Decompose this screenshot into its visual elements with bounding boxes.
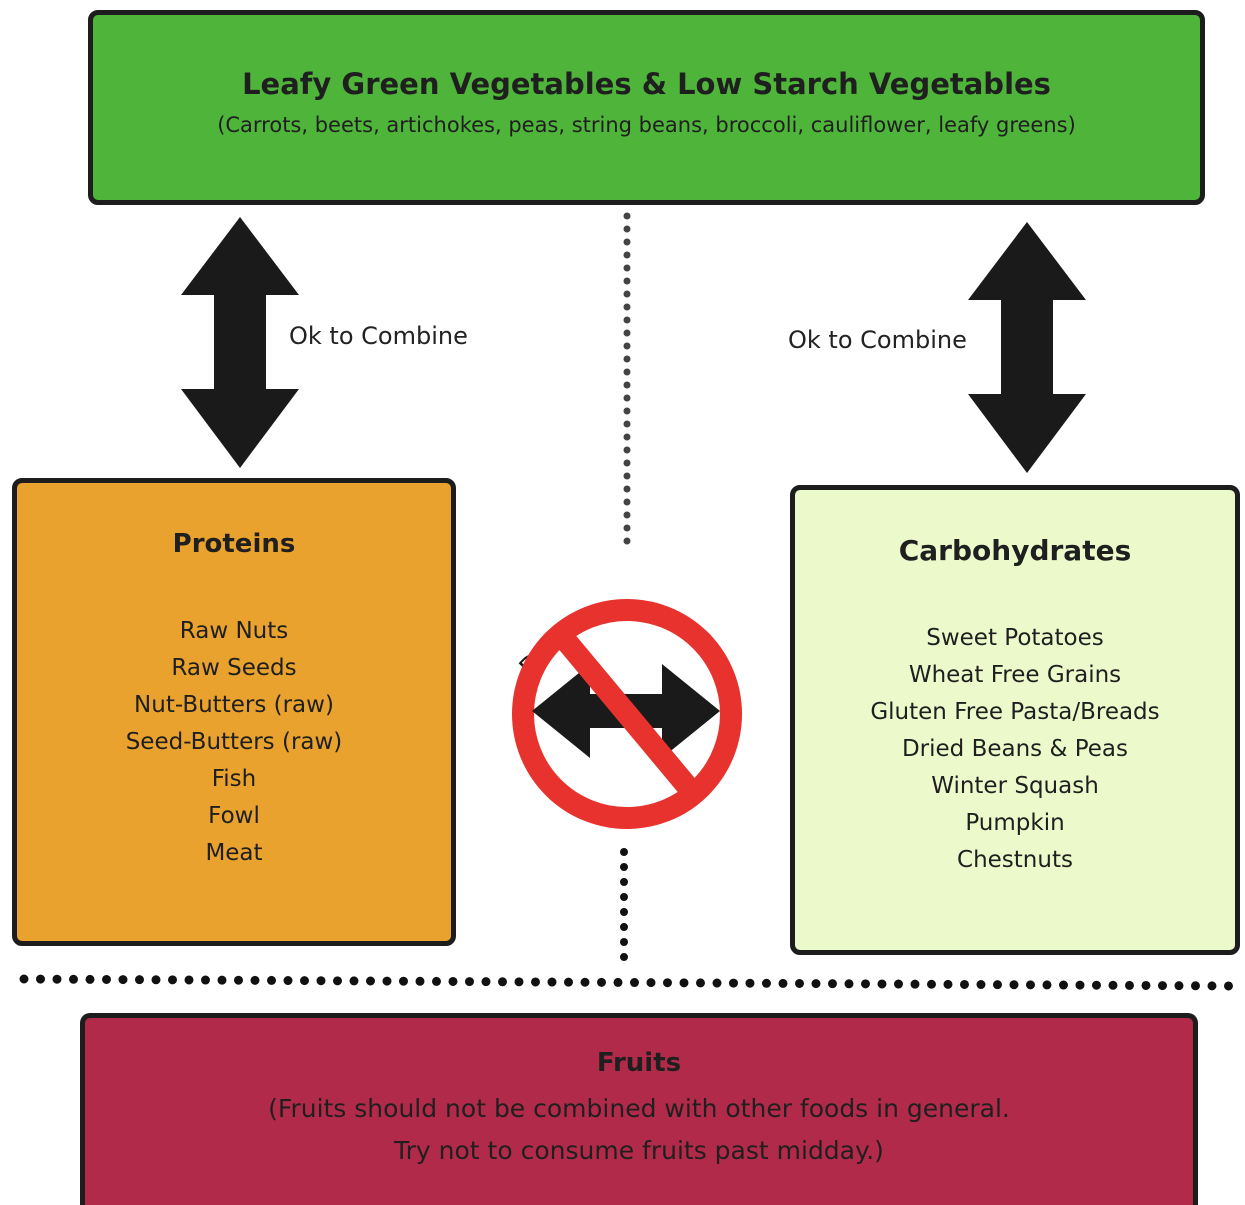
carbohydrate-item: Dried Beans & Peas [901, 736, 1129, 762]
fruits-box: Fruits (Fruits should not be combined wi… [80, 1013, 1198, 1205]
carbohydrates-list: Sweet Potatoes Wheat Free Grains Gluten … [795, 620, 1235, 879]
carbohydrate-item: Gluten Free Pasta/Breads [870, 699, 1160, 725]
carbohydrates-box: Carbohydrates Sweet Potatoes Wheat Free … [790, 485, 1240, 955]
proteins-title: Proteins [172, 529, 296, 559]
protein-item: Raw Nuts [179, 618, 289, 644]
protein-item: Nut-Butters (raw) [134, 692, 334, 718]
prohibited-icon [512, 599, 742, 829]
carbohydrate-item: Winter Squash [931, 773, 1099, 799]
fruits-note-line-1: (Fruits should not be combined with othe… [268, 1094, 1010, 1123]
protein-item: Raw Seeds [171, 655, 297, 681]
vertical-dotted-divider-bottom [620, 848, 628, 970]
protein-item: Fowl [208, 803, 260, 829]
protein-item: Fish [211, 766, 257, 792]
do-not-combine-sign: Do Not Combine [512, 599, 742, 829]
horizontal-dotted-divider [19, 974, 1239, 991]
protein-item: Seed-Butters (raw) [125, 729, 343, 755]
carbohydrates-title: Carbohydrates [898, 534, 1132, 567]
carbohydrate-item: Wheat Free Grains [908, 662, 1122, 688]
proteins-list: Raw Nuts Raw Seeds Nut-Butters (raw) See… [17, 613, 451, 872]
fruits-title: Fruits [596, 1048, 682, 1078]
vertical-dotted-divider-top [623, 212, 631, 552]
ok-to-combine-right-label: Ok to Combine [788, 326, 967, 354]
carbohydrate-item: Pumpkin [965, 810, 1065, 836]
proteins-box: Proteins Raw Nuts Raw Seeds Nut-Butters … [12, 478, 456, 946]
carbohydrate-item: Sweet Potatoes [926, 625, 1104, 651]
fruits-note-line-2: Try not to consume fruits past midday.) [394, 1136, 884, 1165]
combine-arrow-right-icon [968, 222, 1086, 473]
combine-arrow-left-icon [181, 217, 299, 468]
leafy-green-box: Leafy Green Vegetables & Low Starch Vege… [88, 10, 1205, 205]
leafy-green-title: Leafy Green Vegetables & Low Starch Vege… [242, 67, 1051, 101]
ok-to-combine-left-label: Ok to Combine [289, 322, 468, 350]
carbohydrate-item: Chestnuts [957, 847, 1073, 873]
protein-item: Meat [205, 840, 263, 866]
leafy-green-subtitle: (Carrots, beets, artichokes, peas, strin… [217, 113, 1076, 137]
